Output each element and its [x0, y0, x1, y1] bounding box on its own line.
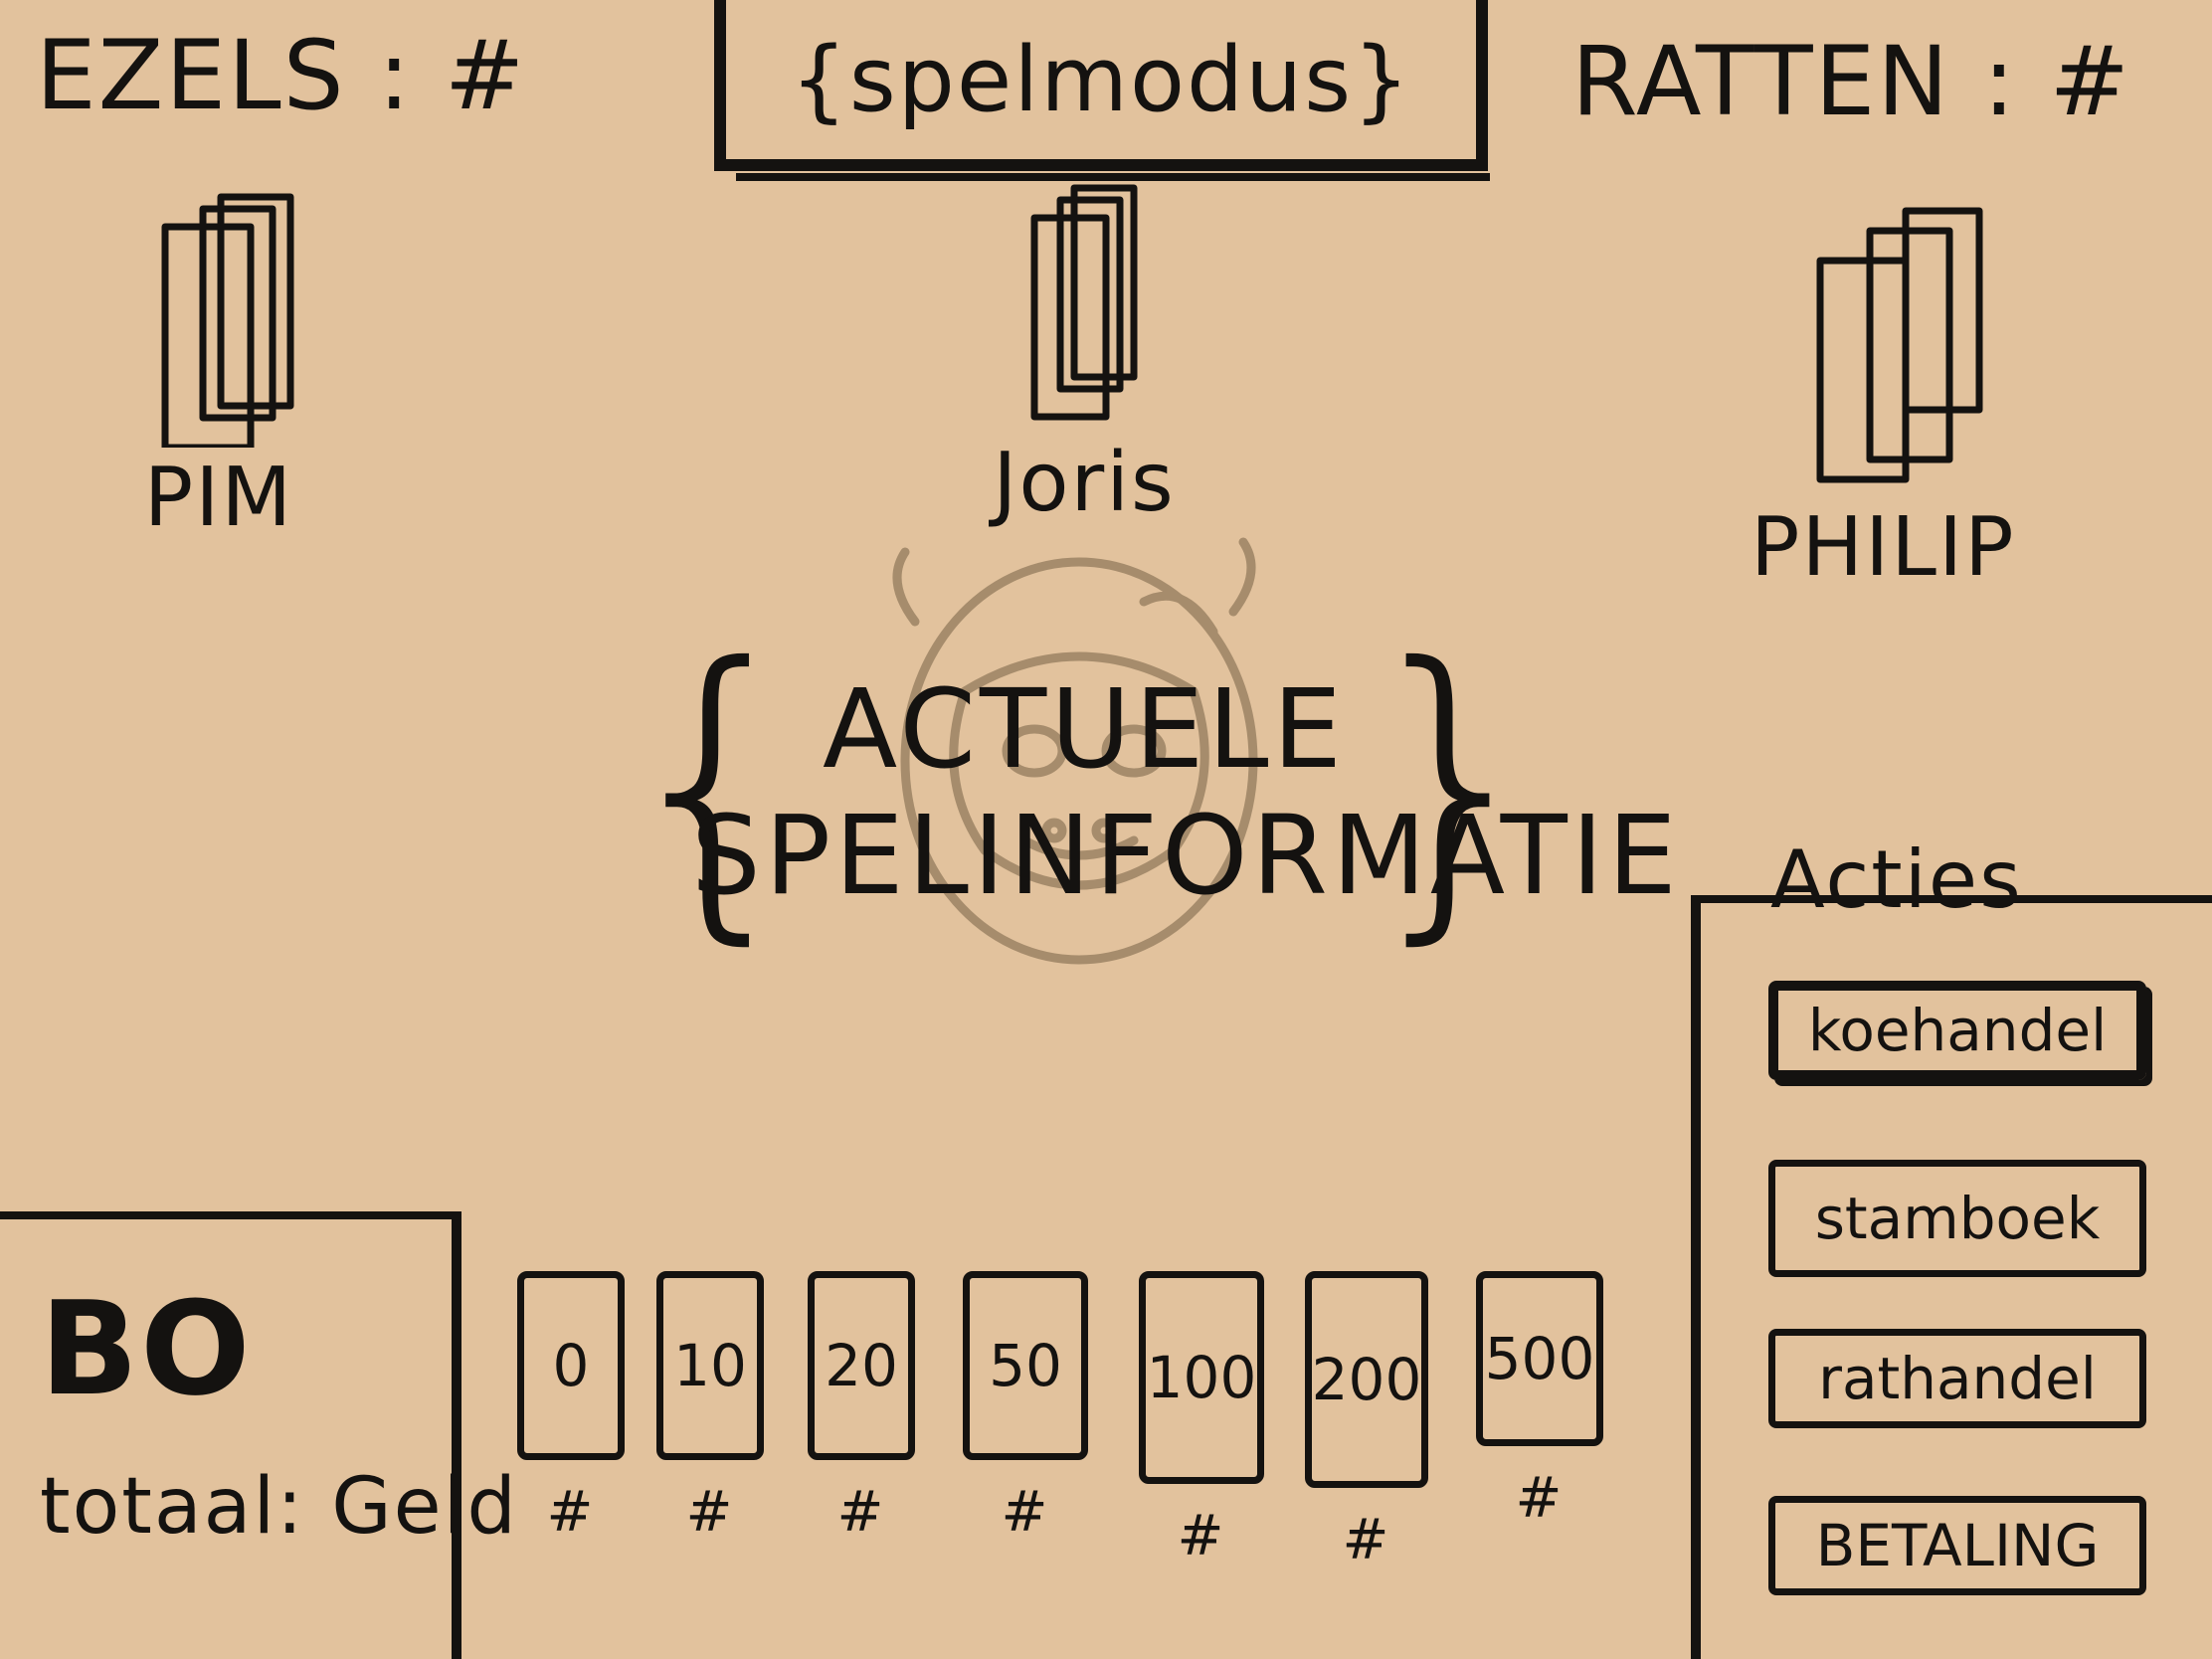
money-card-count: #	[1001, 1480, 1050, 1545]
actions-panel: koehandel stamboek rathandel BETALING	[1691, 895, 2212, 1659]
money-card-group: 100 #	[1139, 1271, 1264, 1568]
money-card[interactable]: 10	[656, 1271, 764, 1460]
brace-right: }	[1352, 601, 1557, 971]
koehandel-button[interactable]: koehandel	[1768, 981, 2146, 1080]
money-card-count: #	[836, 1480, 886, 1545]
money-card-group: 0 #	[517, 1271, 625, 1545]
money-card-group: 500 #	[1476, 1271, 1603, 1531]
opponent-joris[interactable]: Joris	[955, 174, 1213, 524]
rathandel-button[interactable]: rathandel	[1768, 1329, 2146, 1428]
money-card-group: 50 #	[963, 1271, 1088, 1545]
own-money-total: totaal: Geld	[40, 1462, 518, 1552]
team-score-ratten: RATTEN : #	[1571, 26, 2131, 137]
team-score-ezels: EZELS : #	[36, 20, 527, 131]
opponent-name: PIM	[143, 451, 294, 545]
money-card[interactable]: 0	[517, 1271, 625, 1460]
bull-logo-icon	[892, 537, 1258, 965]
money-card[interactable]: 50	[963, 1271, 1088, 1460]
stamboek-button[interactable]: stamboek	[1768, 1160, 2146, 1277]
actions-heading: Acties	[1770, 833, 2023, 926]
money-card[interactable]: 500	[1476, 1271, 1603, 1446]
money-card-group: 200 #	[1305, 1271, 1428, 1572]
card-stack-icon	[1030, 184, 1138, 421]
money-card-group: 10 #	[656, 1271, 764, 1545]
opponent-name: Joris	[993, 436, 1176, 530]
card-stack-icon	[1816, 207, 1983, 483]
money-card-count: #	[1177, 1504, 1226, 1568]
opponent-name: PHILIP	[1751, 500, 2016, 595]
opponent-philip[interactable]: PHILIP	[1751, 199, 2016, 595]
opponent-pim[interactable]: PIM	[90, 179, 348, 539]
money-card-count: #	[1515, 1466, 1565, 1531]
own-player-name: BO	[40, 1273, 253, 1424]
betaling-button[interactable]: BETALING	[1768, 1496, 2146, 1595]
game-mode-label: {spelmodus}	[790, 27, 1412, 132]
card-stack-icon	[161, 193, 294, 448]
game-info-panel: { ACTUELE SPELINFORMATIE }	[612, 601, 1677, 985]
money-card-count: #	[685, 1480, 735, 1545]
own-player-panel	[0, 1211, 461, 1659]
money-card[interactable]: 200	[1305, 1271, 1428, 1488]
money-card[interactable]: 100	[1139, 1271, 1264, 1484]
game-mode-box: {spelmodus}	[714, 0, 1490, 181]
money-card-count: #	[1342, 1508, 1391, 1572]
money-card-count: #	[546, 1480, 596, 1545]
money-card-group: 20 #	[808, 1271, 915, 1545]
brace-left: {	[612, 601, 817, 971]
game-info-line: ACTUELE	[822, 665, 1347, 793]
money-card[interactable]: 20	[808, 1271, 915, 1460]
